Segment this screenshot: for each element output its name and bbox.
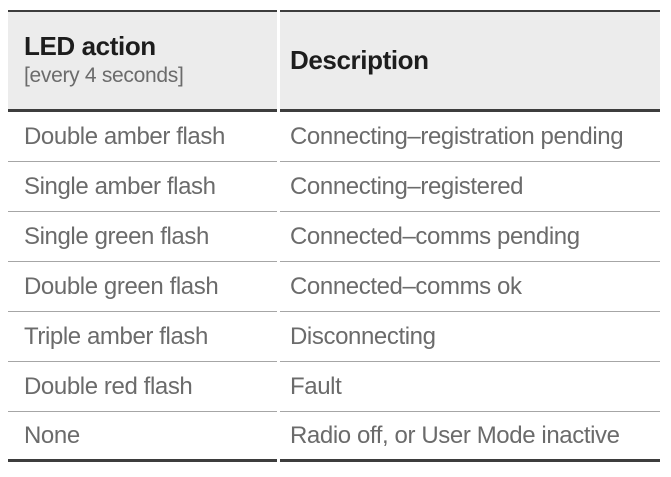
table-row: None Radio off, or User Mode inactive — [8, 412, 660, 462]
table-row: Double green flash Connected–comms ok — [8, 262, 660, 312]
led-action-cell: Double red flash — [8, 362, 277, 412]
led-action-cell: Triple amber flash — [8, 312, 277, 362]
table-row: Triple amber flash Disconnecting — [8, 312, 660, 362]
description-cell: Disconnecting — [280, 312, 660, 362]
led-status-table: LED action [every 4 seconds] Description… — [5, 10, 663, 462]
description-cell: Fault — [280, 362, 660, 412]
description-cell: Connecting–registration pending — [280, 112, 660, 162]
description-cell: Connected–comms ok — [280, 262, 660, 312]
led-action-header-title: LED action — [24, 31, 156, 62]
table-row: Single amber flash Connecting–registered — [8, 162, 660, 212]
table-row: Double amber flash Connecting–registrati… — [8, 112, 660, 162]
table-body: Double amber flash Connecting–registrati… — [8, 112, 660, 462]
led-action-header-subtitle: [every 4 seconds] — [24, 64, 184, 88]
led-action-cell: Double amber flash — [8, 112, 277, 162]
table-row: Single green flash Connected–comms pendi… — [8, 212, 660, 262]
description-header-title: Description — [290, 44, 429, 75]
led-action-header-cell: LED action [every 4 seconds] — [8, 10, 277, 112]
description-cell: Connecting–registered — [280, 162, 660, 212]
led-action-cell: Single amber flash — [8, 162, 277, 212]
table-header: LED action [every 4 seconds] Description — [8, 10, 660, 112]
led-action-cell: Double green flash — [8, 262, 277, 312]
led-action-cell: None — [8, 412, 277, 462]
description-cell: Connected–comms pending — [280, 212, 660, 262]
description-cell: Radio off, or User Mode inactive — [280, 412, 660, 462]
description-header-cell: Description — [280, 10, 660, 112]
led-action-cell: Single green flash — [8, 212, 277, 262]
header-row: LED action [every 4 seconds] Description — [8, 10, 660, 112]
table-row: Double red flash Fault — [8, 362, 660, 412]
